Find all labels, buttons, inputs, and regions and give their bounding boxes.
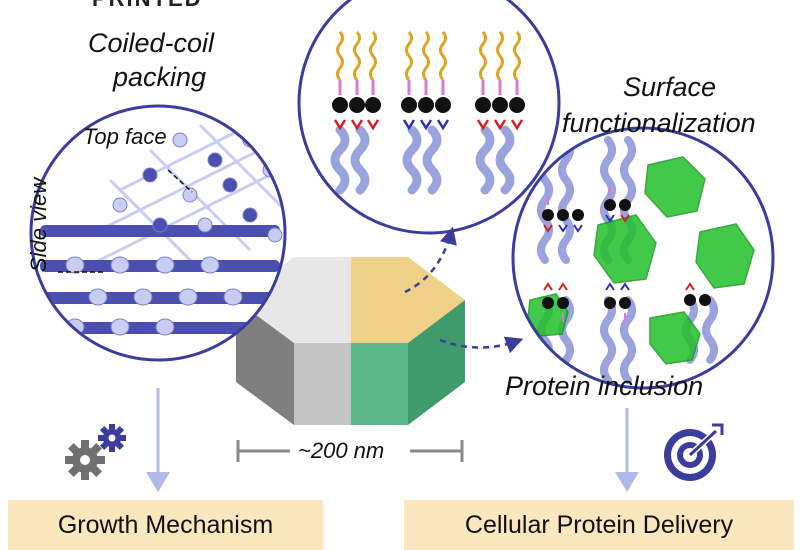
target-icon (664, 423, 724, 481)
coiled-coil-label-line1: Coiled-coil (88, 28, 215, 58)
scale-label: ~200 nm (298, 438, 385, 463)
header-fragment: PRINTED (92, 0, 203, 12)
protein-inclusion-label: Protein inclusion (505, 371, 704, 401)
surface-circle (297, 0, 561, 235)
outcome-arrow-left (146, 388, 170, 492)
scale-bar (236, 440, 464, 462)
coiled-coil-label-line2: packing (113, 62, 207, 92)
gears-icon (65, 424, 126, 480)
surface-label-line1: Surface (623, 72, 717, 102)
outcome-arrow-right (615, 408, 639, 492)
hexagonal-prism (236, 257, 465, 425)
cellular-protein-delivery-box: Cellular Protein Delivery (404, 500, 794, 550)
growth-mechanism-box: Growth Mechanism (8, 500, 323, 550)
top-face-label: Top face (83, 124, 167, 149)
protein-circle (511, 126, 775, 390)
arrow-to-surface (404, 226, 457, 294)
surface-label-line2: functionalization (562, 108, 756, 138)
side-view-label: Side view (26, 177, 52, 273)
lattice-circle (29, 104, 287, 362)
